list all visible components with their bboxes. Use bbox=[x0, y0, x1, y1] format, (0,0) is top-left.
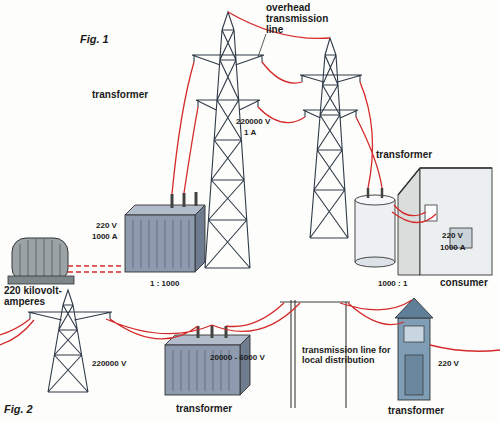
transformer-body bbox=[125, 215, 195, 272]
value-label: 220 V bbox=[438, 360, 459, 369]
component-label: transformer bbox=[376, 150, 432, 161]
value-label: 1000 A bbox=[440, 244, 466, 253]
power-line bbox=[172, 12, 436, 223]
transformer-bushings bbox=[172, 192, 196, 208]
component-label: transformer bbox=[176, 404, 232, 415]
value-label: 1 : 1000 bbox=[150, 280, 179, 289]
value-label: 1000 A bbox=[92, 233, 118, 242]
value-label: 220000 V bbox=[236, 118, 270, 127]
pylon-lattice bbox=[300, 38, 362, 238]
leader-line bbox=[258, 34, 266, 57]
value-label: 220 V bbox=[96, 222, 117, 231]
generator-cable bbox=[68, 266, 124, 272]
generator-base bbox=[8, 276, 74, 284]
value-label: 220 V bbox=[442, 232, 463, 241]
figure-label: Fig. 2 bbox=[4, 404, 33, 416]
transformer-side bbox=[195, 205, 205, 272]
transformer-bushings bbox=[368, 188, 382, 198]
value-label: 20000 - 6000 V bbox=[210, 354, 265, 363]
generator-ribs bbox=[20, 239, 60, 281]
value-label: 1 A bbox=[244, 129, 256, 138]
transformer-top bbox=[125, 205, 205, 215]
generator-body bbox=[12, 238, 68, 282]
component-label: transformer bbox=[92, 90, 148, 101]
transformer-side bbox=[240, 335, 250, 395]
transformer-bottom bbox=[355, 257, 395, 267]
pylon-lattice bbox=[192, 12, 264, 268]
transformer-top bbox=[355, 195, 395, 205]
value-label: 1000 : 1 bbox=[378, 280, 407, 289]
transformer-body bbox=[165, 345, 240, 395]
power-line bbox=[0, 300, 500, 351]
transformer-bushings bbox=[198, 325, 226, 338]
component-label: overhead transmission line bbox=[266, 3, 332, 35]
kiosk-door bbox=[405, 355, 423, 395]
transformer-fins bbox=[133, 220, 189, 268]
component-label: consumer bbox=[440, 278, 488, 289]
figure-label: Fig. 1 bbox=[80, 34, 109, 46]
value-label: 220000 V bbox=[92, 360, 126, 369]
kiosk-window bbox=[404, 326, 424, 342]
house-wall bbox=[420, 168, 492, 275]
kiosk-body bbox=[398, 318, 430, 400]
kiosk-roof bbox=[395, 298, 433, 318]
component-label: transformer bbox=[388, 406, 444, 417]
component-label: 220 kilovolt-amperes bbox=[4, 286, 76, 308]
transformer-body bbox=[355, 200, 395, 262]
component-label: transmission line for local distribution bbox=[302, 346, 396, 365]
house-roofline bbox=[398, 168, 492, 195]
